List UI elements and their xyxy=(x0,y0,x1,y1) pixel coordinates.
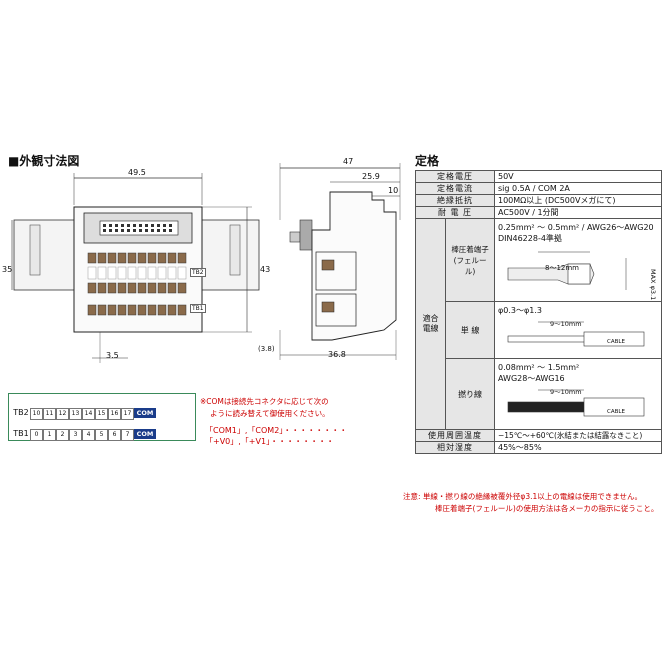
stranded-wire-line1: 0.08mm² ～ 1.5mm² xyxy=(498,363,580,372)
spec-label: 使用周囲温度 xyxy=(415,429,495,442)
tb1-cell: 2 xyxy=(56,429,69,441)
stranded-wire-line2: AWG28～AWG16 xyxy=(498,374,565,383)
tb2-cell: 16 xyxy=(108,408,121,420)
single-wire-label: 単 線 xyxy=(445,301,495,359)
single-wire-line1: φ0.3～φ1.3 xyxy=(498,306,542,315)
tb1-cell: 5 xyxy=(95,429,108,441)
ferrule-max: MAX φ3.1 xyxy=(649,269,657,301)
single-wire-cell: φ0.3～φ1.3 9～10mm CABLE xyxy=(494,301,662,359)
tb2-tag: TB2 xyxy=(190,268,206,277)
tb2-cell: 17 xyxy=(121,408,134,420)
tb2-cell: 13 xyxy=(69,408,82,420)
stranded-wire-illustration xyxy=(507,389,645,417)
spec-value: −15℃～+60℃(氷結または結露なきこと) xyxy=(494,429,662,442)
ferrule-label: 棒圧着端子(フェルール) xyxy=(445,218,495,302)
tb1-cell: 6 xyxy=(108,429,121,441)
tb1-cell: 3 xyxy=(69,429,82,441)
front-view-drawing xyxy=(11,173,260,363)
tb2-cell: 11 xyxy=(43,408,56,420)
wire-group-label: 適合電線 xyxy=(414,218,447,430)
tb1-cell: 4 xyxy=(82,429,95,441)
stranded-wire-label: 撚り線 xyxy=(445,358,495,430)
tb1-tag: TB1 xyxy=(190,304,206,313)
dim-3-5: 3.5 xyxy=(106,351,119,360)
ferrule-cell: 0.25mm² ～ 0.5mm² / AWG26～AWG20 DIN46228-… xyxy=(494,218,662,302)
tb2-cell: 15 xyxy=(95,408,108,420)
com-note-line2: ように読み替えて御使用ください。 xyxy=(210,409,330,418)
caution-note-1: 注意: 単線・撚り線の絶縁被覆外径φ3.1以上の電線は使用できません。 xyxy=(403,492,643,501)
tb1-cell: 7 xyxy=(121,429,134,441)
com-note-line4: 「+V0」,「+V1」・・・・・・・・ xyxy=(205,437,335,446)
dim-width-10: 10 xyxy=(388,186,399,195)
spec-label: 定格電圧 xyxy=(415,170,495,183)
single-wire-row: 単 線 φ0.3～φ1.3 9～10mm CABLE xyxy=(416,301,662,359)
tb2-row-label: TB2 xyxy=(13,408,29,417)
drawing-title: ■外観寸法図 xyxy=(8,154,80,168)
spec-label: 絶縁抵抗 xyxy=(415,194,495,207)
dim-width-49-5: 49.5 xyxy=(128,168,146,177)
tb1-cell: 0 xyxy=(30,429,43,441)
dim-width-47: 47 xyxy=(343,157,354,166)
stranded-wire-cell: 0.08mm² ～ 1.5mm² AWG28～AWG16 9～10mm CABL… xyxy=(494,358,662,430)
com-note-line3: 「COM1」,「COM2」・・・・・・・・ xyxy=(205,426,348,435)
spec-title: 定格 xyxy=(415,154,440,168)
spec-value: 50V xyxy=(494,170,662,183)
ferrule-line2: DIN46228-4準拠 xyxy=(498,234,562,243)
caution-note-2: 棒圧着端子(フェルール)の使用方法は各メーカの指示に従うこと。 xyxy=(435,504,659,513)
side-view-drawing xyxy=(279,163,401,360)
stranded-wire-row: 撚り線 0.08mm² ～ 1.5mm² AWG28～AWG16 9～10mm … xyxy=(416,358,662,430)
tb1-row-label: TB1 xyxy=(13,429,29,438)
dim-width-25-9: 25.9 xyxy=(362,172,380,181)
ferrule-line1: 0.25mm² ～ 0.5mm² / AWG26～AWG20 xyxy=(498,223,654,232)
spec-value: sig 0.5A / COM 2A xyxy=(494,182,662,195)
dim-height-35: 35 xyxy=(2,265,13,274)
tb2-cell: 12 xyxy=(56,408,69,420)
dim-36-8: 36.8 xyxy=(328,350,346,359)
single-wire-cable: CABLE xyxy=(607,339,625,345)
spec-label: 定格電流 xyxy=(415,182,495,195)
ferrule-dim: 8～12mm xyxy=(545,264,579,272)
tb1-cell: 1 xyxy=(43,429,56,441)
spec-label: 耐 電 圧 xyxy=(415,206,495,219)
single-wire-dim: 9～10mm xyxy=(550,320,582,328)
spec-value: 45%～85% xyxy=(494,441,662,454)
tb1-com-cell: COM xyxy=(134,429,156,439)
dim-height-43: 43 xyxy=(260,265,271,274)
single-wire-illustration xyxy=(507,321,645,347)
spec-value: 100MΩ以上 (DC500Vメガにて) xyxy=(494,194,662,207)
stranded-wire-dim: 9～10mm xyxy=(550,388,582,396)
com-note-line1: ※COMは接続先コネクタに応じて次の xyxy=(200,397,329,406)
tb2-cell: 10 xyxy=(30,408,43,420)
ferrule-illustration xyxy=(507,251,627,290)
stranded-wire-cable: CABLE xyxy=(607,409,625,415)
ferrule-row: 適合電線 棒圧着端子(フェルール) 0.25mm² ～ 0.5mm² / AWG… xyxy=(414,218,662,430)
spec-row: 使用周囲温度−15℃～+60℃(氷結または結露なきこと) xyxy=(415,429,662,442)
tb2-com-cell: COM xyxy=(134,408,156,418)
spec-label: 相対湿度 xyxy=(415,441,495,454)
spec-value: AC500V / 1分間 xyxy=(494,206,662,219)
tb2-cell: 14 xyxy=(82,408,95,420)
dim-3-8: (3.8) xyxy=(258,345,275,353)
